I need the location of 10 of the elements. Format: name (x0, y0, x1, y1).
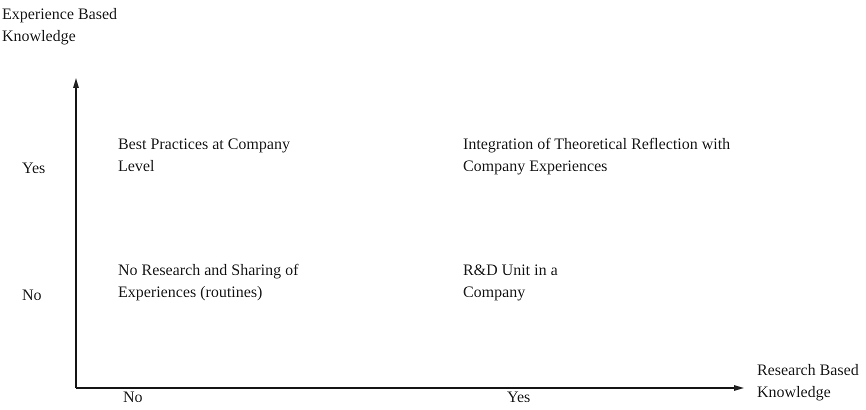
quadrant-text: R&D Unit in a Company (463, 261, 559, 303)
axis-title: Research Based Knowledge (757, 361, 860, 403)
axis-tick-label: No (22, 286, 43, 306)
axis-tick-label: Yes (22, 159, 46, 179)
axis-tick-label: No (123, 388, 144, 408)
quadrant-text: No Research and Sharing of Experiences (routines) (118, 261, 300, 303)
quadrant-text: Integration of Theoretical Reflection with Company Experiences (463, 135, 732, 177)
axis-title: Experience Based Knowledge (2, 5, 118, 47)
quadrant-text: Best Practices at Company Level (118, 135, 291, 177)
axis-tick-label: Yes (507, 388, 532, 408)
